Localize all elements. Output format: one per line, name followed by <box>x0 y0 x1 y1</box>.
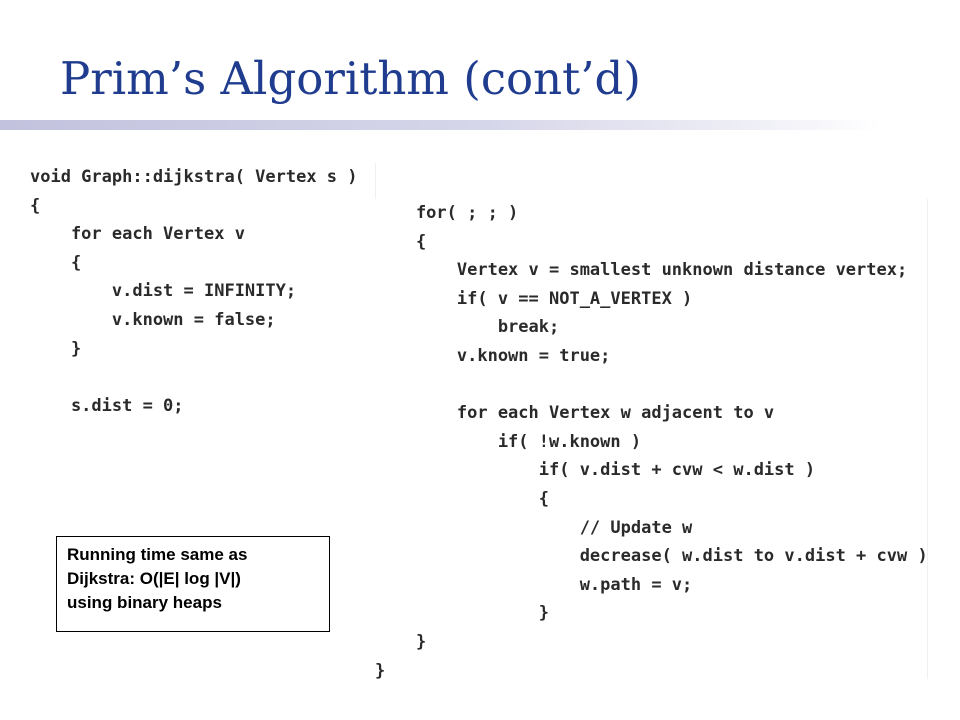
code-line: if( v.dist + cvw < w.dist ) <box>375 460 816 481</box>
note-line: using binary heaps <box>67 593 222 612</box>
code-line: void Graph::dijkstra( Vertex s ) <box>30 167 358 187</box>
code-line: } <box>375 603 549 624</box>
code-line <box>375 371 927 400</box>
code-line: { <box>30 252 82 273</box>
note-line: Running time same as <box>67 545 248 564</box>
code-line: Vertex v = smallest unknown distance ver… <box>375 260 908 281</box>
dijkstra-init-code: void Graph::dijkstra( Vertex s ){ for ea… <box>30 163 376 458</box>
code-line: if( !w.known ) <box>375 431 642 452</box>
code-line: v.dist = INFINITY; <box>30 281 297 302</box>
code-line: { <box>30 195 41 216</box>
title-underline <box>0 120 880 130</box>
code-line: if( v == NOT_A_VERTEX ) <box>375 288 693 309</box>
code-line: { <box>375 231 427 252</box>
code-line: } <box>30 338 82 359</box>
dijkstra-loop-code: for( ; ; ) { Vertex v = smallest unknown… <box>375 199 928 679</box>
code-line: } <box>375 660 386 680</box>
code-line: for each Vertex v <box>30 224 245 245</box>
slide-title: Prim’s Algorithm (cont’d) <box>60 52 641 105</box>
code-line: v.known = false; <box>30 309 276 330</box>
running-time-note: Running time same as Dijkstra: O(|E| log… <box>56 536 330 632</box>
code-line: s.dist = 0; <box>30 395 184 416</box>
code-line: break; <box>375 317 560 338</box>
code-line: for( ; ; ) <box>375 203 519 223</box>
code-line: decrease( w.dist to v.dist + cvw ); <box>375 546 928 567</box>
code-line: { <box>375 488 549 509</box>
note-line: Dijkstra: O(|E| log |V|) <box>67 569 241 588</box>
code-line <box>30 363 375 392</box>
code-line: // Update w <box>375 517 693 538</box>
code-line: w.path = v; <box>375 574 693 595</box>
code-line: } <box>375 631 427 652</box>
code-line: v.known = true; <box>375 345 611 366</box>
code-line: for each Vertex w adjacent to v <box>375 403 775 424</box>
